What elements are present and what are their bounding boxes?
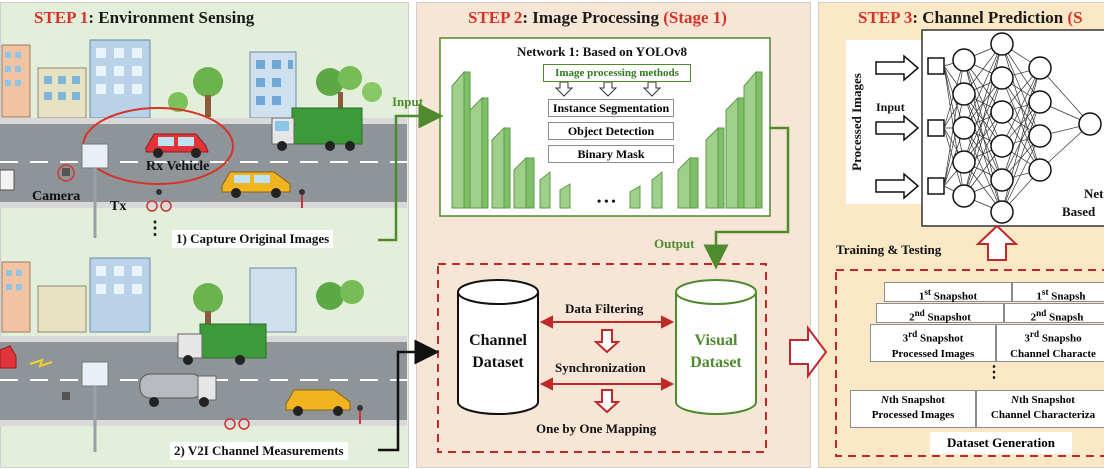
dataset-arrows <box>539 315 675 391</box>
nn-node <box>1028 90 1052 114</box>
nn-node <box>952 116 976 140</box>
channel-cylinder <box>457 279 539 415</box>
camera-label: Camera <box>32 189 81 204</box>
nn-input-arrows <box>875 54 920 200</box>
nn-node <box>1028 158 1052 182</box>
unet-blocks <box>451 70 763 209</box>
nn-node <box>1078 112 1102 136</box>
methods-label: Image processing methods <box>543 64 691 82</box>
processed-images-label: Processed Images <box>849 73 864 171</box>
step3-title: STEP 3: Channel Prediction (S <box>858 8 1083 27</box>
training-testing-label: Training & Testing <box>836 242 942 257</box>
scene-top <box>0 39 407 238</box>
snapshot2-channel: 2nd Snapsh <box>1004 303 1104 323</box>
input-label: Input <box>392 94 424 109</box>
nn-connection <box>963 43 1003 163</box>
nn-connection <box>943 93 965 187</box>
training-arrow <box>975 224 1019 261</box>
snapshots-dashed-box <box>835 269 1104 457</box>
output-label: Output <box>654 236 695 251</box>
nn-connection <box>1001 67 1041 147</box>
rx-vehicle-label: Rx Vehicle <box>146 159 210 174</box>
down-red-arrows <box>593 329 621 414</box>
network-name-line1: Net <box>1084 186 1104 201</box>
nn-connection <box>943 65 965 163</box>
snapshot1-images: 1st Snapshot <box>884 282 1012 303</box>
nn-node <box>1028 56 1052 80</box>
method-arrows <box>554 81 662 97</box>
unet-ellipsis: • • • <box>597 194 616 208</box>
input-arrow <box>378 103 444 242</box>
measurement-arrow <box>378 339 440 452</box>
nn-connection <box>1001 135 1041 213</box>
nn-connection <box>963 111 1003 197</box>
output-arrow <box>703 126 790 270</box>
snapshot2-images: 2nd Snapshot <box>876 303 1004 324</box>
nn-connection <box>1001 67 1041 181</box>
nn-node <box>990 134 1014 158</box>
step1-title: STEP 1: Environment Sensing <box>34 8 255 27</box>
data-filtering-label: Data Filtering <box>565 301 644 316</box>
network1-title: Network 1: Based on YOLOv8 <box>517 44 687 59</box>
nn-node <box>990 168 1014 192</box>
nn-connection <box>963 77 1003 197</box>
method-binary-mask: Binary Mask <box>548 145 674 163</box>
tx-label: Tx <box>110 199 127 214</box>
capture-images-label: 1) Capture Original Images <box>172 230 334 248</box>
nn-connection <box>963 43 1003 129</box>
nn-node <box>952 184 976 208</box>
nn-node <box>990 200 1014 224</box>
nn-node <box>1028 124 1052 148</box>
synchronization-label: Synchronization <box>555 360 646 375</box>
method-object-detection: Object Detection <box>548 122 674 140</box>
nn-input-label: Input <box>876 100 905 114</box>
nn-node <box>990 32 1014 56</box>
nn-node <box>952 82 976 106</box>
network-name-line2: Based <box>1062 204 1096 219</box>
vertical-dots: ⋮ <box>146 218 164 238</box>
to-step3-arrow <box>789 325 828 379</box>
nn-connection <box>1001 101 1041 213</box>
snapshot-vdots: ⋮ <box>986 364 1002 381</box>
dataset-generation-label: Dataset Generation <box>930 432 1072 454</box>
method-instance-segmentation: Instance Segmentation <box>548 99 674 117</box>
scene-bottom <box>0 257 407 452</box>
step2-title: STEP 2: Image Processing (Stage 1) <box>468 8 727 27</box>
nn-node <box>990 66 1014 90</box>
v2i-measurements-label: 2) V2I Channel Measurements <box>170 442 348 460</box>
nn-node <box>952 150 976 174</box>
visual-cylinder <box>675 279 757 415</box>
mapping-label: One by One Mapping <box>536 421 657 436</box>
snapshot1-channel: 1st Snapsh <box>1012 282 1104 302</box>
nn-connection <box>1039 67 1091 125</box>
nn-node <box>952 48 976 72</box>
nn-node <box>990 100 1014 124</box>
